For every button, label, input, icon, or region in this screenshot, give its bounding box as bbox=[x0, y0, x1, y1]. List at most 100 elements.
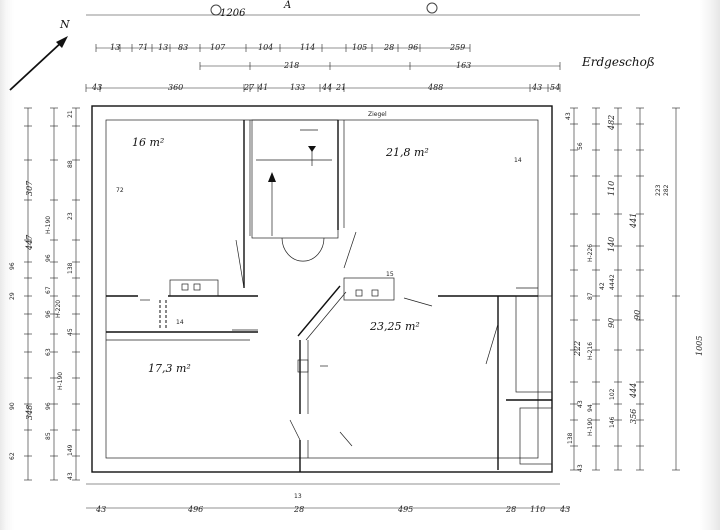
dim-right-col3-2: 441 bbox=[629, 213, 638, 229]
dim-top-5: 107 bbox=[210, 43, 226, 52]
dim-left-mid-4: 23 bbox=[67, 212, 74, 220]
dim-top-lower-2: 360 bbox=[168, 83, 183, 92]
dim-bottom-2: 496 bbox=[187, 505, 203, 514]
dim-right-col3-6: 90 bbox=[633, 310, 642, 320]
dim-right-col2-1: H-226 bbox=[587, 244, 594, 262]
dim-right-outer: 1005 bbox=[695, 336, 704, 356]
dim-bottom-4: 495 bbox=[397, 505, 413, 514]
room-bottom-center-code: 15 bbox=[386, 271, 394, 278]
dim-top-7: 114 bbox=[300, 43, 315, 52]
dim-right-small-4: 42 bbox=[599, 282, 606, 290]
dim-left-inner-11: 149 bbox=[67, 444, 74, 456]
dim-right-col3-5: 44 bbox=[609, 282, 616, 290]
dim-right-col3-8: 94 bbox=[587, 404, 594, 412]
dim-top-lower-10: 54 bbox=[550, 83, 560, 92]
dim-right-col2-2: H-216 bbox=[587, 342, 594, 360]
dim-bottom-1: 43 bbox=[95, 505, 106, 514]
dim-right-small-5: 43 bbox=[577, 400, 584, 408]
dim-left-mid-6: 29 bbox=[9, 292, 16, 300]
room-top-right-code: 14 bbox=[514, 157, 522, 164]
dim-right-col1-4: 42 bbox=[609, 274, 616, 282]
dim-top-lower-8: 488 bbox=[427, 83, 443, 92]
dim-right-col1-1: 482 bbox=[607, 115, 616, 131]
dim-left-mid-9: 62 bbox=[9, 452, 16, 460]
dim-top-lower-1: 43 bbox=[91, 83, 102, 92]
dim-left-inner-2: 96 bbox=[45, 254, 52, 262]
dim-top-mid-1: 218 bbox=[283, 61, 299, 70]
dim-left-mid-7: 90 bbox=[9, 402, 16, 410]
dim-right-col1-2: 110 bbox=[607, 181, 616, 196]
top-total-dimension: 1206 bbox=[220, 8, 246, 19]
room-bottom-center-area: 23,25 m² bbox=[369, 320, 420, 333]
dim-left-inner-9: H-190 bbox=[57, 372, 64, 390]
dim-left-inner-3: 138 bbox=[67, 262, 74, 274]
dim-right-col3-1: 223 bbox=[655, 184, 662, 196]
dim-bottom-7: 43 bbox=[559, 505, 570, 514]
dim-right-col3-3: 356 bbox=[629, 409, 638, 424]
room-bottom-left-area: 17,3 m² bbox=[148, 362, 191, 375]
dim-right-small-3: 87 bbox=[587, 292, 594, 300]
room-top-left-area: 16 m² bbox=[132, 136, 164, 149]
dim-bottom-6: 110 bbox=[530, 505, 545, 514]
dim-top-lower-7: 21 bbox=[335, 83, 346, 92]
north-arrow-icon bbox=[9, 36, 68, 91]
dim-top-10: 96 bbox=[408, 43, 418, 52]
dim-left-mid-1: 21 bbox=[67, 110, 74, 118]
dim-top-lower-3: 27 bbox=[243, 83, 255, 92]
dim-left-inner-10: 85 bbox=[45, 432, 52, 440]
dim-left-outer-1: 307 bbox=[25, 180, 34, 196]
dim-right-small-1: 43 bbox=[565, 112, 572, 120]
section-letter: A bbox=[283, 0, 291, 11]
dim-top-2: 71 bbox=[138, 43, 148, 52]
corridor-label: Ziegel bbox=[368, 111, 387, 118]
dim-top-9: 28 bbox=[383, 43, 394, 52]
dim-bottom-5: 28 bbox=[505, 505, 516, 514]
dim-left-inner-8: 63 bbox=[45, 348, 52, 356]
dim-top-3: 13 bbox=[158, 43, 168, 52]
dim-right-col3-4: 282 bbox=[663, 184, 670, 196]
dim-top-mid-2: 163 bbox=[456, 61, 471, 70]
dim-left-inner-4: 96 bbox=[45, 310, 52, 318]
room-top-left-code: 72 bbox=[116, 187, 124, 194]
dim-right-col3-10: 102 bbox=[609, 388, 616, 400]
dim-top-4: 83 bbox=[178, 43, 188, 52]
dim-right-col3-7: 146 bbox=[609, 416, 616, 428]
dim-right-small-7: 43 bbox=[577, 464, 584, 472]
dim-right-col1-5: 90 bbox=[607, 318, 616, 328]
dim-left-mid-5: 96 bbox=[9, 262, 16, 270]
dim-bottom-3: 28 bbox=[293, 505, 304, 514]
dim-top-lower-5: 133 bbox=[290, 83, 305, 92]
dim-left-inner-6: H-220 bbox=[55, 300, 62, 318]
dim-top-6: 104 bbox=[258, 43, 273, 52]
dim-left-outer-3: 348 bbox=[25, 405, 34, 420]
dim-left-mid-2: 43 bbox=[67, 472, 74, 480]
dim-top-8: 105 bbox=[352, 43, 367, 52]
dim-top-lower-9: 43 bbox=[531, 83, 542, 92]
room-top-right-area: 21,8 m² bbox=[385, 146, 429, 159]
dim-left-inner-5: 67 bbox=[45, 286, 52, 294]
dim-left-inner-1: H-190 bbox=[45, 216, 52, 234]
dim-left-mid-8: 45 bbox=[67, 328, 74, 336]
dim-top-lower-4: 41 bbox=[257, 83, 268, 92]
dim-right-small-6: 138 bbox=[567, 432, 574, 444]
dim-right-col2-3: H-190 bbox=[587, 418, 594, 436]
binder-hole-right bbox=[426, 2, 438, 14]
dim-left-inner-7: 96 bbox=[45, 402, 52, 410]
dim-top-1: 13 bbox=[110, 43, 120, 52]
inner-walls bbox=[106, 119, 553, 472]
floor-title: Erdgeschoß bbox=[581, 55, 655, 69]
room-bottom-left-code: 14 bbox=[176, 319, 184, 326]
dim-left-mid-3: 88 bbox=[67, 160, 74, 168]
dim-bottom-mid: 13 bbox=[294, 493, 302, 500]
dim-top-11: 259 bbox=[449, 43, 465, 52]
dim-left-outer-2: 447 bbox=[25, 234, 34, 251]
outer-walls bbox=[91, 105, 553, 473]
dim-right-col1-3: 140 bbox=[607, 237, 616, 252]
dim-right-col3-9: 222 bbox=[573, 341, 582, 357]
dim-top-lower-6: 44 bbox=[321, 83, 332, 92]
dim-right-col3-11: 444 bbox=[629, 383, 638, 399]
dim-right-small-2: 56 bbox=[577, 142, 584, 150]
north-label: N bbox=[59, 18, 70, 31]
